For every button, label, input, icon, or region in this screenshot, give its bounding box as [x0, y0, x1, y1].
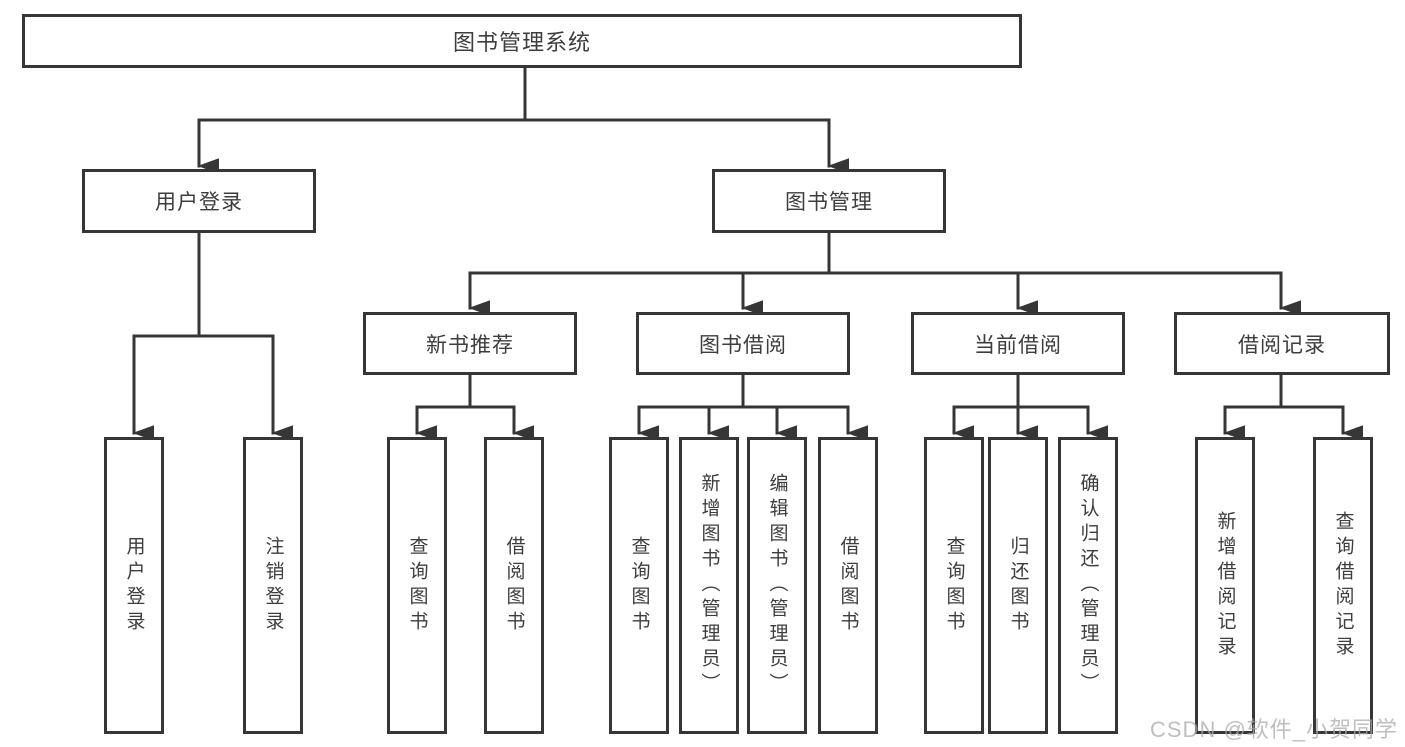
node-label: 查询图书 [628, 535, 650, 636]
node-leaf-query-books-borrow: 查询图书 [609, 437, 669, 734]
node-borrow-record: 借阅记录 [1174, 312, 1390, 375]
node-label: 编辑图书（管理员） [766, 473, 788, 698]
node-leaf-edit-books-admin: 编辑图书（管理员） [747, 437, 807, 734]
node-label: 借阅图书 [837, 535, 859, 636]
node-label: 当前借阅 [974, 333, 1062, 357]
node-label: 归还图书 [1007, 535, 1029, 636]
node-label: 查询借阅记录 [1332, 510, 1354, 661]
node-leaf-query-books-recommend: 查询图书 [387, 437, 447, 734]
node-label: 图书管理系统 [452, 30, 591, 55]
node-label: 查询图书 [406, 535, 428, 636]
node-label: 借阅记录 [1238, 333, 1326, 357]
node-leaf-borrow-books: 借阅图书 [818, 437, 878, 734]
node-current-borrow: 当前借阅 [911, 312, 1125, 375]
node-label: 新增借阅记录 [1214, 510, 1236, 661]
node-label: 确认归还（管理员） [1077, 473, 1099, 698]
node-leaf-add-books-admin: 新增图书（管理员） [679, 437, 739, 734]
node-leaf-query-borrow-record: 查询借阅记录 [1313, 437, 1373, 734]
node-library-management-system: 图书管理系统 [22, 14, 1022, 68]
node-label: 新增图书（管理员） [698, 473, 720, 698]
node-book-management: 图书管理 [712, 169, 946, 233]
node-user-login: 用户登录 [82, 169, 316, 233]
node-leaf-add-borrow-record: 新增借阅记录 [1195, 437, 1255, 734]
node-leaf-query-books-current: 查询图书 [924, 437, 984, 734]
node-label: 用户登录 [123, 535, 145, 636]
node-label: 注销登录 [262, 535, 284, 636]
node-leaf-logout: 注销登录 [243, 437, 303, 734]
node-leaf-user-login: 用户登录 [104, 437, 164, 734]
node-label: 查询图书 [943, 535, 965, 636]
node-label: 用户登录 [155, 191, 243, 214]
node-label: 新书推荐 [426, 333, 514, 357]
node-new-book-recommend: 新书推荐 [363, 312, 577, 375]
node-leaf-borrow-books-recommend: 借阅图书 [484, 437, 544, 734]
node-leaf-return-books: 归还图书 [988, 437, 1048, 734]
node-book-borrow: 图书借阅 [636, 312, 850, 375]
node-label: 图书借阅 [699, 333, 787, 357]
node-leaf-confirm-return-admin: 确认归还（管理员） [1058, 437, 1118, 734]
node-label: 图书管理 [785, 191, 873, 214]
node-label: 借阅图书 [503, 535, 525, 636]
csdn-watermark: CSDN @软件_小贺同学 [1150, 717, 1399, 742]
